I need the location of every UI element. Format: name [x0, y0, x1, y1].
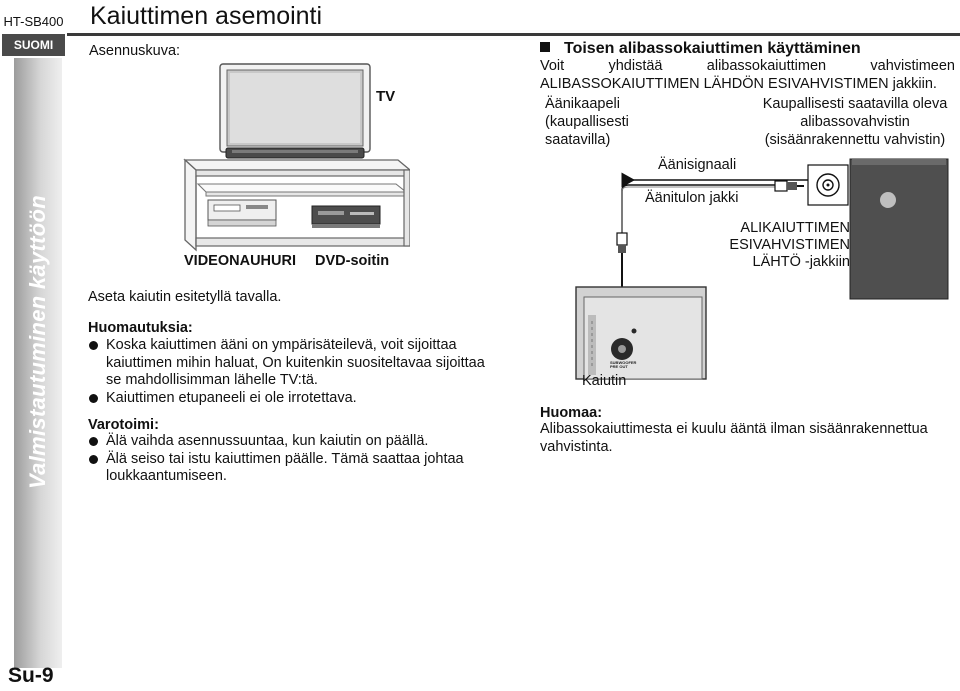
- section-title-vertical: Valmistautuminen käyttöön: [25, 195, 50, 489]
- bullet-icon: [89, 341, 98, 350]
- warnings-list: Älä vaihda asennussuuntaa, kun kaiutin o…: [88, 433, 508, 486]
- vcr-label: VIDEONAUHURI: [184, 253, 296, 269]
- dvd-label: DVD-soitin: [315, 253, 390, 269]
- tv-label: TV: [376, 88, 396, 105]
- bullet-icon: [89, 454, 98, 464]
- cable-label: Äänikaapeli (kaupallisesti saatavilla): [545, 96, 629, 148]
- bullet-icon: [89, 437, 98, 446]
- list-item: Älä vaihda asennussuuntaa, kun kaiutin o…: [88, 433, 508, 451]
- list-item: Kaiuttimen etupaneeli ei ole irrotettava…: [88, 390, 508, 408]
- notes-heading: Huomautuksia:: [88, 320, 193, 336]
- page-title: Kaiuttimen asemointi: [90, 2, 323, 30]
- square-bullet-icon: [540, 42, 550, 52]
- tv-stand-illustration: [183, 63, 410, 252]
- sidebar: HT-SB400 SUOMI Valmistautuminen käyttöön…: [0, 0, 67, 691]
- title-rule: [67, 33, 960, 36]
- language-badge: SUOMI: [2, 34, 65, 56]
- model-name: HT-SB400: [3, 14, 64, 29]
- panel-text: SUBWOOFER PRE OUT: [610, 360, 637, 369]
- bullet-icon: [89, 393, 98, 403]
- placement-note: Aseta kaiutin esitetyllä tavalla.: [88, 289, 282, 305]
- section-heading: Toisen alibassokaiuttimen käyttäminen: [540, 40, 861, 58]
- connection-diagram: [575, 158, 949, 380]
- list-item: Älä seiso tai istu kaiuttimen päälle. Tä…: [88, 451, 508, 486]
- audio-input-jack-label: Äänitulon jakki: [645, 190, 739, 206]
- amplifier-label: Kaupallisesti saatavilla oleva alibassov…: [762, 96, 948, 148]
- subwoofer-out-label: ALIKAIUTTIMEN ESIVAHVISTIMEN LÄHTÖ -jakk…: [729, 220, 850, 270]
- notes-list: Koska kaiuttimen ääni on ympärisäteilevä…: [88, 337, 508, 407]
- warnings-heading: Varotoimi:: [88, 417, 159, 433]
- section-band: [14, 58, 62, 668]
- speaker-label: Kaiutin: [582, 373, 627, 389]
- intro-text: Voit yhdistää alibassokaiuttimen vahvist…: [540, 58, 955, 92]
- audio-signal-label: Äänisignaali: [658, 157, 737, 173]
- list-item: Koska kaiuttimen ääni on ympärisäteilevä…: [88, 337, 508, 390]
- page-number: Su-9: [8, 664, 54, 687]
- figure-label: Asennuskuva:: [89, 43, 181, 59]
- note-heading: Huomaa:: [540, 405, 603, 421]
- note-text: Alibassokaiuttimesta ei kuulu ääntä ilma…: [540, 421, 928, 455]
